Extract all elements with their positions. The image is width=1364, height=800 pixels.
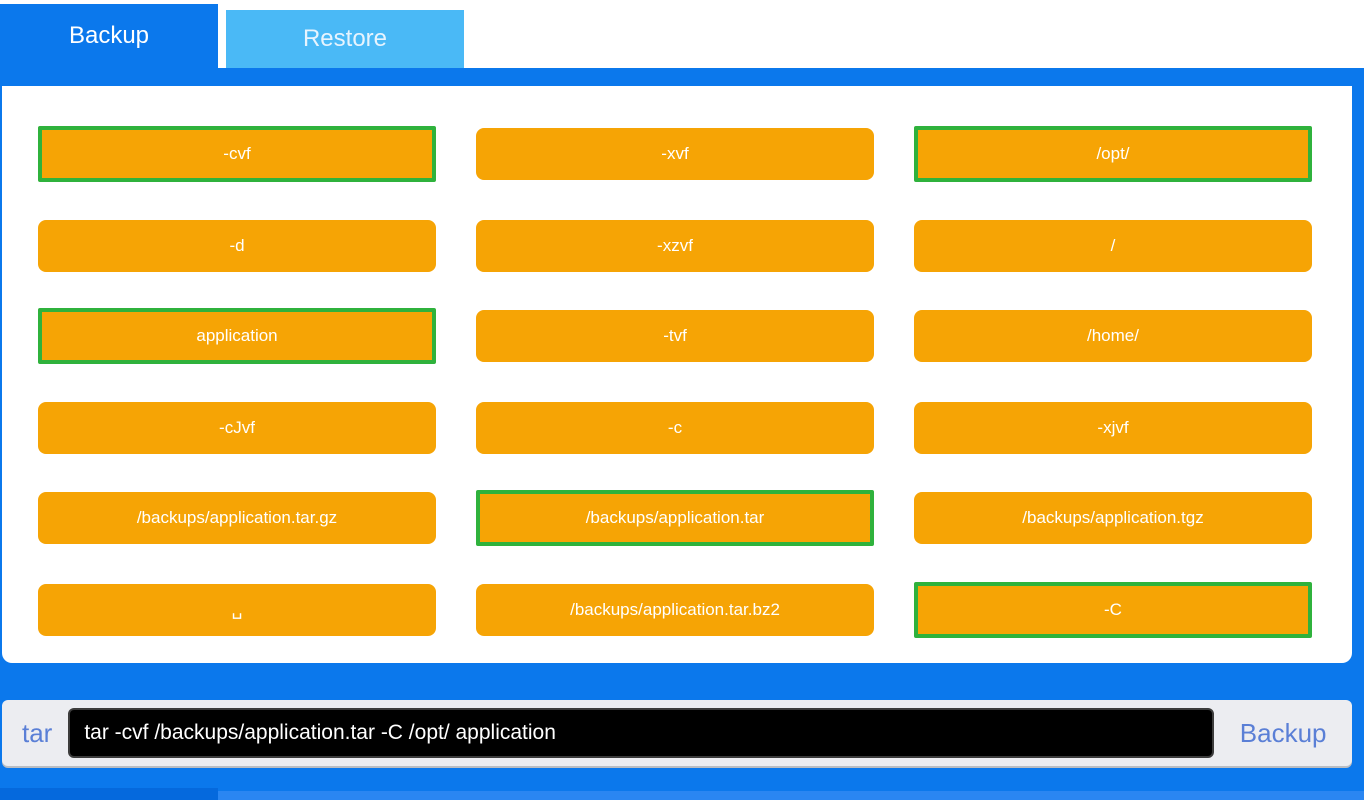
option-button[interactable]: -C — [914, 582, 1312, 638]
option-button[interactable]: /home/ — [914, 310, 1312, 362]
footer-light-strip — [218, 791, 1364, 800]
option-button[interactable]: -xjvf — [914, 402, 1312, 454]
command-bar: tar tar -cvf /backups/application.tar -C… — [2, 700, 1352, 766]
option-button[interactable]: -xzvf — [476, 220, 874, 272]
option-button[interactable]: /backups/application.tar — [476, 490, 874, 546]
option-button[interactable]: -cvf — [38, 126, 436, 182]
page-body: -cvf -xvf/opt/ -d -xzvf / application -tvf/hom… — [0, 68, 1364, 800]
option-button[interactable]: /opt/ — [914, 126, 1312, 182]
option-button[interactable]: / — [914, 220, 1312, 272]
options-panel: -cvf -xvf/opt/ -d -xzvf / application -tvf/hom… — [2, 86, 1352, 663]
command-prefix-label: tar — [22, 717, 53, 748]
option-button[interactable]: -d — [38, 220, 436, 272]
option-button[interactable]: -cJvf — [38, 402, 436, 454]
option-button[interactable]: application — [38, 308, 436, 364]
footer-dark-strip — [0, 788, 218, 800]
tab-restore[interactable]: Restore — [226, 10, 464, 68]
backup-submit-button[interactable]: Backup — [1239, 717, 1327, 748]
option-button[interactable]: -c — [476, 402, 874, 454]
tab-backup[interactable]: Backup — [0, 4, 218, 68]
option-button[interactable]: ␣ — [38, 584, 436, 636]
options-grid: -cvf -xvf/opt/ -d -xzvf / application -tvf/hom… — [38, 126, 1312, 638]
option-button[interactable]: /backups/application.tar.bz2 — [476, 584, 874, 636]
option-button[interactable]: -xvf — [476, 128, 874, 180]
option-button[interactable]: /backups/application.tar.gz — [38, 492, 436, 544]
tab-bar: Backup Restore — [0, 0, 1364, 68]
option-button[interactable]: -tvf — [476, 310, 874, 362]
option-button[interactable]: /backups/application.tgz — [914, 492, 1312, 544]
command-input[interactable]: tar -cvf /backups/application.tar -C /op… — [68, 708, 1215, 758]
